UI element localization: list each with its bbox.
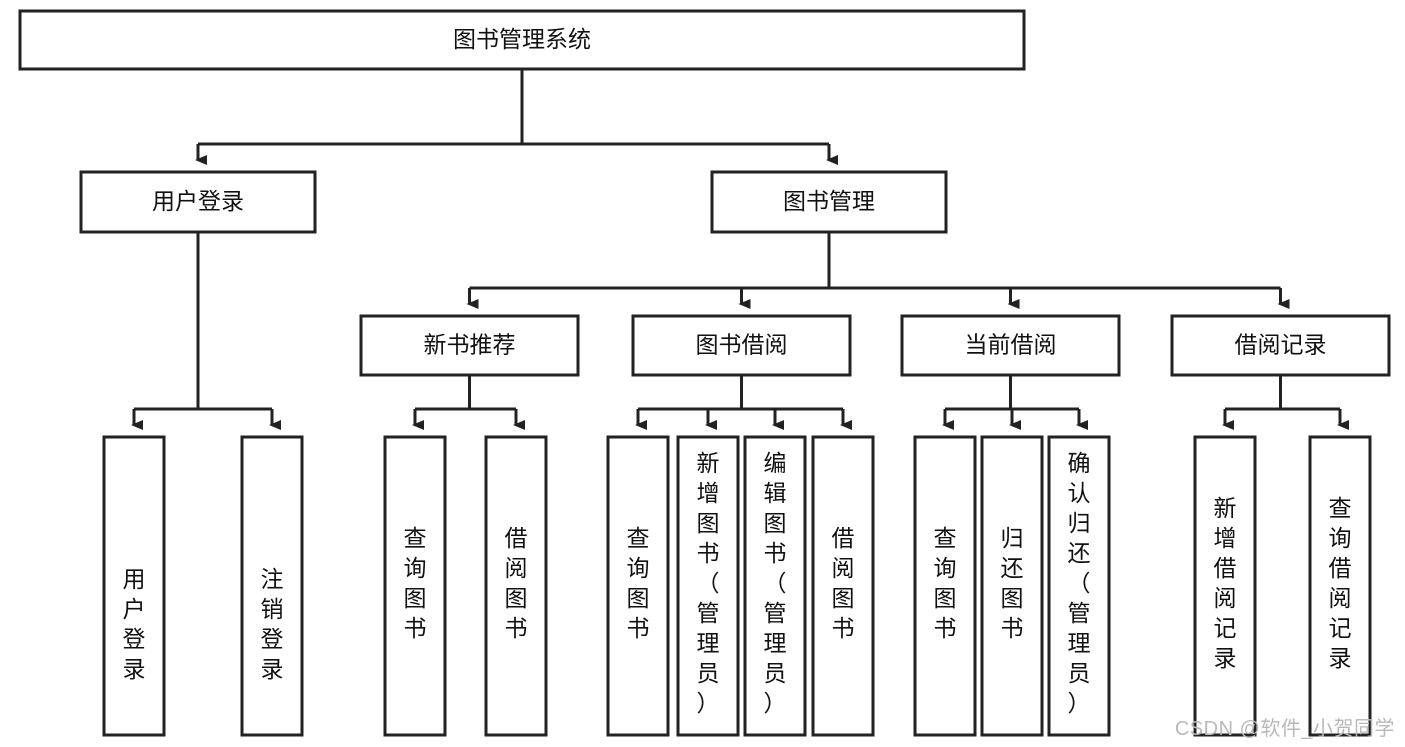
node-leaf-return-book[interactable]: 归还图书 — [980, 435, 1044, 737]
node-leaf-add-book[interactable]: 新增图书（管理员） — [676, 435, 740, 737]
node-box — [240, 435, 304, 737]
node-label: 新书推荐 — [424, 332, 516, 358]
node-box — [102, 435, 166, 737]
connector-group-borrow-record — [1222, 375, 1349, 430]
node-user-login[interactable]: 用户登录 — [79, 170, 317, 234]
node-box — [676, 435, 740, 737]
node-box — [710, 170, 948, 234]
node-label: 图书管理 — [783, 188, 875, 214]
node-box — [18, 9, 1026, 71]
node-leaf-query-book-1[interactable]: 查询图书 — [383, 435, 447, 737]
node-leaf-confirm-return[interactable]: 确认归还（管理员） — [1047, 435, 1111, 737]
node-leaf-logout[interactable]: 注销登录 — [240, 435, 304, 737]
node-leaf-query-book-2[interactable]: 查询图书 — [606, 435, 670, 737]
node-box — [484, 435, 548, 737]
node-root[interactable]: 图书管理系统 — [18, 9, 1026, 71]
node-leaf-query-record[interactable]: 查询借阅记录 — [1308, 435, 1372, 737]
node-label: 新增借阅记录 — [1214, 495, 1237, 671]
node-label: 查询图书 — [404, 525, 427, 641]
node-borrow-record[interactable]: 借阅记录 — [1170, 314, 1391, 377]
node-box — [1193, 435, 1257, 737]
node-leaf-user-login[interactable]: 用户登录 — [102, 435, 166, 737]
node-box — [606, 435, 670, 737]
node-label: 用户登录 — [152, 188, 244, 214]
node-box — [383, 435, 447, 737]
node-label: 确认归还（管理员） — [1068, 450, 1091, 716]
node-label: 图书管理系统 — [453, 26, 591, 52]
connector-group-root — [195, 69, 838, 165]
node-label: 归还图书 — [1001, 525, 1024, 641]
node-leaf-borrow-book-2[interactable]: 借阅图书 — [811, 435, 875, 737]
node-label: 借阅记录 — [1235, 332, 1327, 358]
node-box — [743, 435, 807, 737]
node-label: 当前借阅 — [965, 332, 1057, 358]
node-leaf-add-record[interactable]: 新增借阅记录 — [1193, 435, 1257, 737]
node-label: 新增图书（管理员） — [697, 450, 720, 716]
connector-group-current-borrow — [942, 375, 1088, 430]
node-label: 注销登录 — [261, 566, 284, 682]
connector-layer — [131, 69, 1349, 430]
node-book-borrow[interactable]: 图书借阅 — [631, 314, 852, 377]
node-box — [811, 435, 875, 737]
node-new-book-rec[interactable]: 新书推荐 — [359, 314, 580, 377]
node-label: 借阅图书 — [505, 525, 528, 641]
connector-group-new-book-rec — [412, 375, 525, 430]
node-label: 查询借阅记录 — [1329, 495, 1352, 671]
connector-group-book-manage — [466, 232, 1290, 309]
connector-group-book-borrow — [635, 375, 852, 430]
node-box — [1047, 435, 1111, 737]
node-layer: 图书管理系统用户登录图书管理新书推荐图书借阅当前借阅借阅记录用户登录注销登录查询… — [18, 9, 1391, 737]
node-box — [1170, 314, 1391, 377]
node-current-borrow[interactable]: 当前借阅 — [900, 314, 1121, 377]
node-leaf-query-book-3[interactable]: 查询图书 — [913, 435, 977, 737]
node-label: 编辑图书（管理员） — [764, 450, 787, 716]
node-box — [900, 314, 1121, 377]
node-box — [79, 170, 317, 234]
node-book-manage[interactable]: 图书管理 — [710, 170, 948, 234]
node-label: 查询图书 — [627, 525, 650, 641]
node-label: 借阅图书 — [832, 525, 855, 641]
node-box — [631, 314, 852, 377]
node-label: 查询图书 — [934, 525, 957, 641]
node-box — [980, 435, 1044, 737]
node-box — [359, 314, 580, 377]
node-label: 用户登录 — [123, 566, 146, 682]
node-leaf-edit-book[interactable]: 编辑图书（管理员） — [743, 435, 807, 737]
watermark-text: CSDN @软件_小贺同学 — [1174, 718, 1395, 740]
connector-group-user-login — [131, 232, 281, 430]
node-box — [913, 435, 977, 737]
node-box — [1308, 435, 1372, 737]
node-leaf-borrow-book-1[interactable]: 借阅图书 — [484, 435, 548, 737]
node-label: 图书借阅 — [696, 332, 788, 358]
